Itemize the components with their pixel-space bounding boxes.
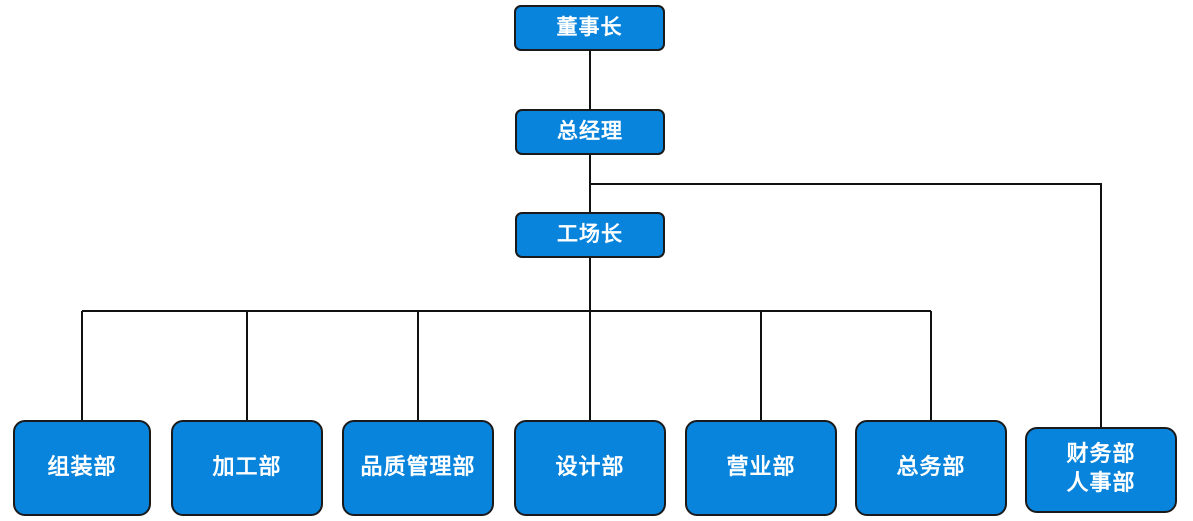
node-processing-dept: 加工部 (171, 420, 323, 516)
node-chairman-label: 董事长 (556, 15, 623, 40)
node-finance-dept-label: 财务部 (1066, 442, 1136, 468)
node-design-dept-label: 设计部 (555, 454, 625, 480)
node-finance-hr-dept: 财务部 人事部 (1025, 427, 1177, 513)
node-chairman: 董事长 (514, 5, 665, 51)
node-quality-dept-label: 品质管理部 (360, 454, 476, 480)
connector-gm-to-finance (590, 183, 1102, 427)
node-sales-dept: 营业部 (685, 420, 837, 516)
node-design-dept: 设计部 (514, 420, 666, 516)
node-general-affairs-dept: 总务部 (855, 420, 1007, 516)
node-assembly-dept-label: 组装部 (47, 454, 117, 480)
node-assembly-dept: 组装部 (13, 420, 151, 516)
node-processing-dept-label: 加工部 (212, 454, 282, 480)
node-quality-dept: 品质管理部 (342, 420, 494, 516)
node-general-manager-label: 总经理 (557, 119, 623, 144)
node-general-affairs-dept-label: 总务部 (896, 454, 966, 480)
node-sales-dept-label: 营业部 (726, 454, 796, 480)
node-general-manager: 总经理 (515, 109, 665, 155)
node-hr-dept-label: 人事部 (1066, 471, 1136, 496)
node-factory-director: 工场长 (515, 212, 665, 258)
node-factory-director-label: 工场长 (557, 222, 623, 247)
